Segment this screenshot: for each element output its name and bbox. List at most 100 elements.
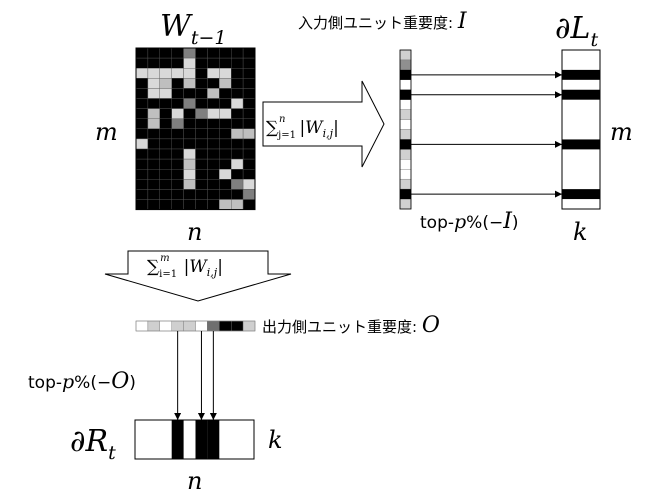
matrix-cell: [171, 158, 184, 170]
matrix-cell: [183, 189, 196, 200]
matrix-cell: [171, 67, 184, 79]
matrix-cell: [135, 88, 149, 99]
output-importance-cell: [183, 320, 196, 332]
matrix-cell: [219, 138, 232, 150]
output-importance-cell: [195, 320, 208, 332]
matrix-cell: [171, 148, 184, 160]
dR-selected-col: [207, 420, 220, 459]
matrix-cell: [207, 78, 220, 89]
matrix-cell: [207, 168, 220, 180]
matrix-cell: [159, 189, 172, 200]
input-selection-arrows: [411, 71, 562, 198]
input-vector-border: [399, 49, 412, 210]
input-selected-cell: [400, 89, 411, 100]
matrix-cell: [230, 189, 244, 200]
weight-matrix: [135, 47, 256, 211]
matrix-cell: [183, 158, 196, 170]
matrix-cell: [195, 158, 208, 170]
matrix-cell: [135, 158, 149, 170]
matrix-cell: [207, 88, 220, 99]
dR-title: ∂Rt: [70, 424, 116, 464]
matrix-cell: [183, 128, 196, 140]
output-importance-cell: [219, 320, 232, 332]
matrix-cell: [159, 158, 172, 170]
matrix-cell: [183, 179, 196, 190]
dR-box: [134, 419, 255, 460]
output-importance-cell-dark: [207, 321, 220, 331]
matrix-cell: [147, 168, 160, 180]
matrix-cell: [195, 179, 208, 190]
matrix-cell: [207, 158, 220, 170]
matrix-cell: [171, 199, 184, 210]
matrix-cell: [195, 148, 208, 160]
matrix-cell: [183, 57, 196, 69]
input-importance-cell: [399, 169, 412, 180]
matrix-cell: [183, 148, 196, 160]
matrix-cell: [147, 199, 160, 210]
input-importance-cell: [399, 119, 412, 130]
matrix-cell: [207, 108, 220, 119]
matrix-cell: [230, 128, 244, 140]
matrix-cell: [219, 158, 232, 170]
matrix-cell: [147, 67, 160, 79]
matrix-cell: [242, 158, 256, 170]
matrix-cell: [219, 189, 232, 200]
col-sum-arrow: [104, 250, 292, 302]
matrix-cell: [242, 118, 256, 129]
row-sum-arrow: [262, 80, 385, 168]
matrix-cell: [195, 128, 208, 140]
matrix-cell: [219, 179, 232, 190]
matrix-cell: [183, 88, 196, 99]
matrix-cell: [207, 47, 220, 59]
matrix-cell: [171, 189, 184, 200]
matrix-cell: [159, 78, 172, 89]
matrix-cell: [219, 67, 232, 79]
input-importance-cell: [399, 159, 412, 170]
matrix-cell: [242, 138, 256, 150]
matrix-cols-label: n: [187, 218, 202, 246]
input-importance-cell: [399, 59, 412, 71]
matrix-cell: [207, 98, 220, 109]
input-importance-cell: [399, 79, 412, 90]
matrix-cell: [242, 168, 256, 180]
matrix-cell: [195, 138, 208, 150]
matrix-rows-label: m: [95, 118, 118, 146]
matrix-cell: [230, 199, 244, 210]
matrix-cell: [159, 47, 172, 59]
matrix-cell: [230, 168, 244, 180]
matrix-cell: [207, 179, 220, 190]
matrix-cell: [171, 138, 184, 150]
input-importance-cell: [399, 198, 412, 210]
matrix-cell: [230, 148, 244, 160]
matrix-cell: [183, 108, 196, 119]
input-selected-cell: [400, 139, 411, 150]
matrix-cell: [230, 158, 244, 170]
matrix-cell: [135, 57, 149, 69]
matrix-cell: [207, 128, 220, 140]
matrix-border: [135, 47, 256, 211]
matrix-cell: [242, 47, 256, 59]
output-importance-vector: [135, 320, 256, 332]
matrix-cell: [135, 199, 149, 210]
matrix-cell: [230, 67, 244, 79]
matrix-cell: [183, 199, 196, 210]
matrix-cell: [219, 128, 232, 140]
matrix-cell: [147, 118, 160, 129]
matrix-cell: [159, 57, 172, 69]
matrix-cell: [230, 88, 244, 99]
matrix-cell: [171, 108, 184, 119]
matrix-cell: [135, 179, 149, 190]
matrix-cell: [219, 118, 232, 129]
matrix-cell: [159, 108, 172, 119]
matrix-cell: [242, 128, 256, 140]
output-selection-arrows: [174, 331, 217, 420]
matrix-cell: [135, 98, 149, 109]
matrix-cell: [159, 179, 172, 190]
matrix-cell: [230, 108, 244, 119]
matrix-cell: [171, 98, 184, 109]
matrix-cell: [230, 179, 244, 190]
matrix-cell: [242, 88, 256, 99]
input-importance-cell: [399, 129, 412, 140]
input-selected-cell: [400, 69, 411, 80]
matrix-cell: [135, 168, 149, 180]
